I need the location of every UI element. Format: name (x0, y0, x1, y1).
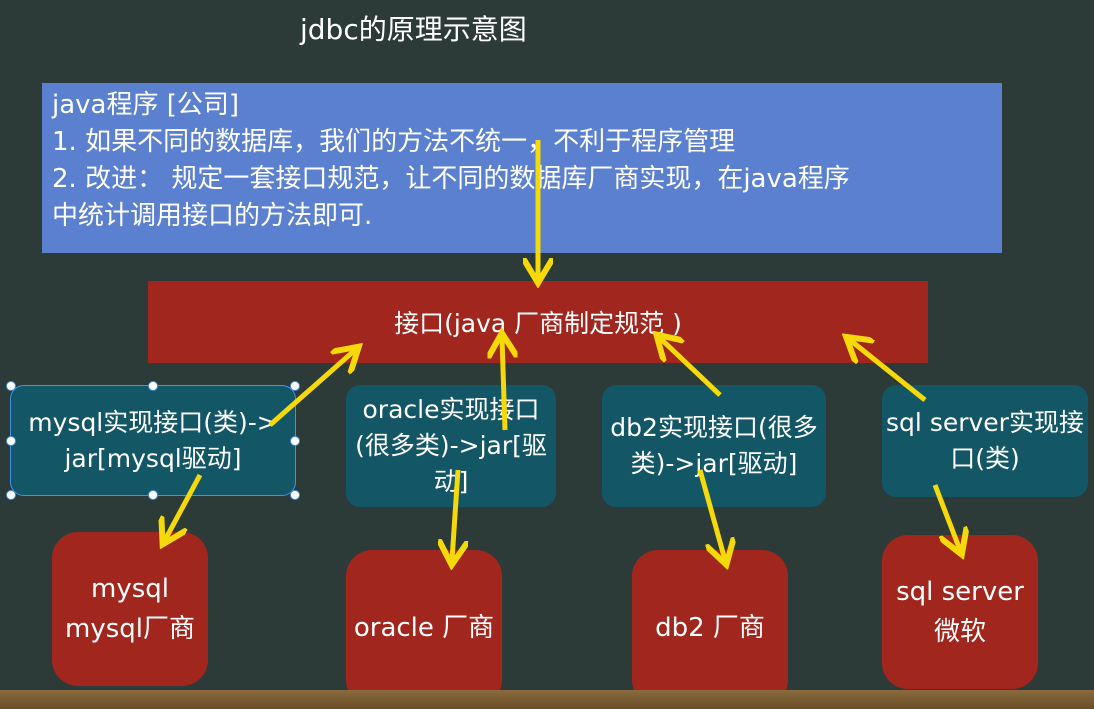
vendor-label: mysql mysql厂商 (65, 574, 195, 644)
impl-db2: db2实现接口(很多类)->jar[驱动] (602, 385, 826, 507)
impl-label: sql server实现接口(类) (886, 408, 1084, 473)
impl-label: oracle实现接口(很多类)->jar[驱动] (355, 395, 547, 496)
vendor-label: sql server 微软 (896, 577, 1024, 647)
chalk-tray (0, 690, 1094, 709)
vendor-oracle: oracle 厂商 (346, 550, 502, 706)
impl-label: mysql实现接口(类)-> jar[mysql驱动] (28, 407, 278, 473)
vendor-mysql: mysql mysql厂商 (52, 532, 208, 686)
diagram-title: jdbc的原理示意图 (300, 13, 527, 46)
java-program-note: java程序 [公司] 1. 如果不同的数据库，我们的方法不统一，不利于程序管理… (42, 83, 1002, 253)
resize-handle[interactable] (6, 436, 16, 446)
impl-label: db2实现接口(很多类)->jar[驱动] (610, 413, 818, 478)
arrow (660, 338, 722, 397)
resize-handle[interactable] (6, 490, 16, 500)
arrow (268, 350, 355, 427)
vendor-sqlserver: sql server 微软 (882, 535, 1038, 689)
note-line: java程序 [公司] (52, 90, 240, 120)
note-line: 1. 如果不同的数据库，我们的方法不统一，不利于程序管理 (52, 127, 736, 157)
interface-label: 接口(java 厂商制定规范 ) (394, 309, 682, 338)
resize-handle[interactable] (6, 381, 16, 391)
impl-mysql[interactable]: mysql实现接口(类)-> jar[mysql驱动] (6, 381, 300, 500)
note-line: 2. 改进： 规定一套接口规范，让不同的数据库厂商实现，在java程序 (52, 164, 850, 194)
vendor-label: oracle 厂商 (353, 613, 495, 643)
resize-handle[interactable] (290, 490, 300, 500)
interface-box: 接口(java 厂商制定规范 ) (148, 281, 928, 363)
resize-handle[interactable] (148, 490, 158, 500)
resize-handle[interactable] (290, 381, 300, 391)
arrow (850, 340, 927, 402)
note-line: 中统计调用接口的方法即可. (52, 201, 373, 231)
resize-handle[interactable] (148, 381, 158, 391)
arrow (932, 484, 960, 550)
arrow (165, 473, 203, 540)
arrow (697, 469, 725, 560)
impl-sqlserver: sql server实现接口(类) (882, 385, 1088, 497)
arrow (452, 469, 458, 560)
arrow (502, 338, 505, 431)
resize-handle[interactable] (290, 436, 300, 446)
vendor-db2: db2 厂商 (632, 550, 788, 706)
vendor-label: db2 厂商 (655, 613, 765, 643)
impl-oracle: oracle实现接口(很多类)->jar[驱动] (346, 385, 556, 507)
